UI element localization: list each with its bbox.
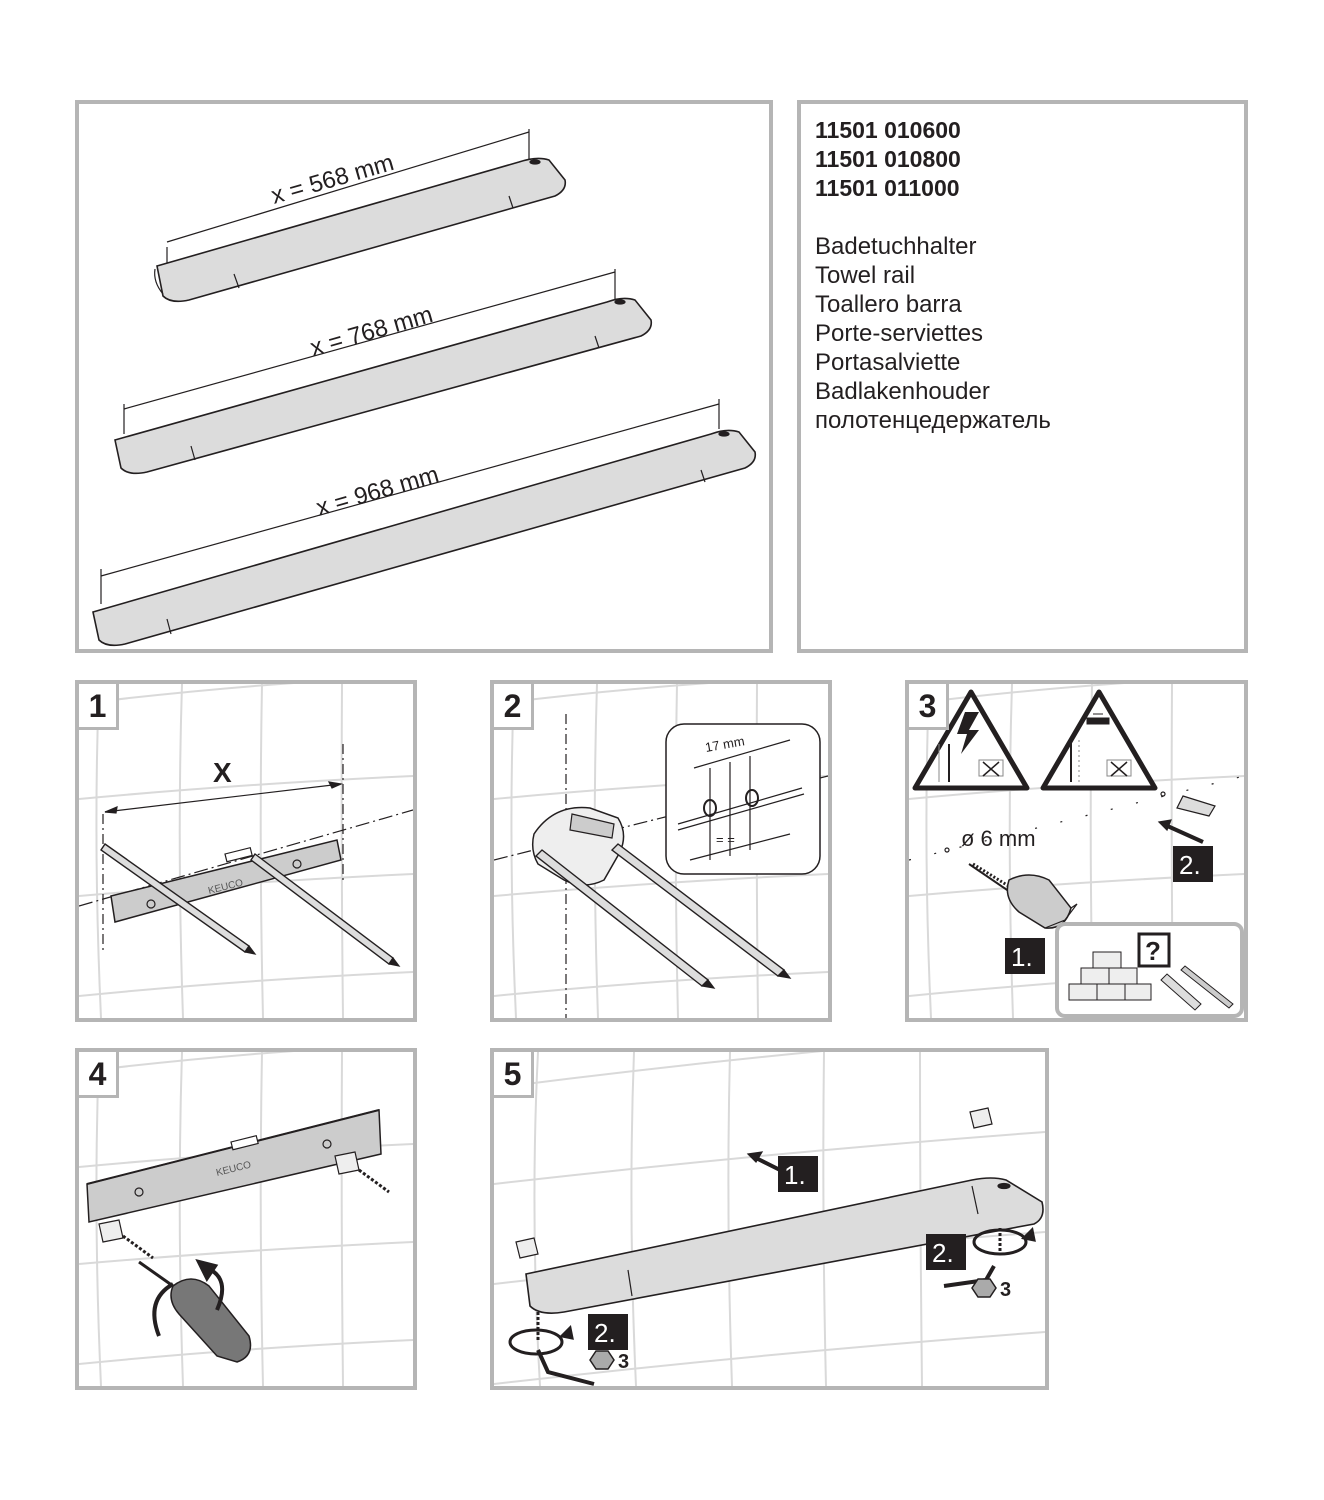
step-number: 1 — [79, 684, 119, 730]
action-box-2b — [926, 1234, 966, 1270]
rotate-arrow-icon — [508, 1226, 1036, 1356]
step-number: 3 — [909, 684, 949, 730]
rail-sizes-drawing: x = 568 mm x = 768 mm x = 968 mm — [92, 129, 757, 647]
action-2b-label: 2. — [932, 1238, 954, 1268]
step-5-drawing: 1. 2. 2. 3 3 — [494, 1052, 1045, 1386]
action-box-2 — [1173, 846, 1213, 882]
article-number: 11501 010600 — [815, 117, 961, 143]
question-icon-label: ? — [1145, 936, 1161, 966]
step-2-drawing: 17 mm = = — [494, 684, 828, 1018]
question-icon: ? — [1137, 932, 1171, 968]
product-info-panel: 11501 010600 11501 010800 11501 011000 B… — [797, 100, 1248, 653]
step-2-panel: 17 mm = = 2 — [490, 680, 832, 1022]
dimension-x-label: X — [213, 757, 232, 788]
hex-key-size: 3 — [618, 1351, 629, 1373]
step-4-panel: KEUCO 4 — [75, 1048, 417, 1390]
rail-968-label: x = 968 mm — [313, 461, 442, 522]
product-name: Badlakenhouder — [815, 378, 990, 405]
step-number: 2 — [494, 684, 534, 730]
overview-panel: x = 568 mm x = 768 mm x = 968 mm — [75, 100, 773, 653]
action-box-1 — [1005, 938, 1045, 974]
step-number: 4 — [79, 1052, 119, 1098]
drill-size-label: ø 6 mm — [961, 826, 1036, 851]
action-2-label: 2. — [594, 1318, 616, 1348]
step-5-panel: 1. 2. 2. 3 3 5 — [490, 1048, 1049, 1390]
wall-material-box — [1055, 922, 1244, 1018]
hex-icon — [971, 1278, 997, 1298]
rotate-arrow-icon — [152, 1259, 225, 1337]
product-name: Porte-serviettes — [815, 320, 984, 347]
step-3-drawing: 1. 2. ø 6 mm ? — [909, 684, 1244, 1018]
product-name: Badetuchhalter — [815, 233, 977, 260]
product-name: Towel rail — [815, 262, 916, 289]
tile-grid — [494, 1052, 1045, 1386]
article-numbers: 11501 010600 11501 010800 11501 011000 — [815, 116, 961, 203]
step-number: 5 — [494, 1052, 534, 1098]
step-3-panel: 1. 2. ø 6 mm ? 3 — [905, 680, 1248, 1022]
hex-icon — [589, 1350, 615, 1370]
action-1-label: 1. — [1011, 942, 1033, 972]
product-name: полотенцедержатель — [815, 407, 1051, 434]
product-name: Toallero barra — [815, 291, 962, 318]
tile-grid — [79, 684, 413, 1018]
article-number: 11501 011000 — [815, 175, 960, 201]
action-1-label: 1. — [784, 1160, 806, 1190]
action-box-1 — [778, 1156, 818, 1192]
hex-key-size: 3 — [1000, 1279, 1011, 1301]
step-1-drawing: X KEUCO — [79, 684, 413, 1018]
rail-768-label: x = 768 mm — [307, 301, 436, 362]
step-1-panel: X KEUCO 1 — [75, 680, 417, 1022]
step-4-drawing: KEUCO — [79, 1052, 413, 1386]
action-2-label: 2. — [1179, 850, 1201, 880]
equal-marks: = = — [716, 832, 735, 847]
warning-water-icon — [1040, 689, 1158, 791]
rail-568-label: x = 568 mm — [268, 149, 397, 210]
warning-electric-icon — [912, 689, 1030, 791]
product-name: Portasalviette — [815, 349, 961, 376]
spacing-label: 17 mm — [704, 733, 746, 755]
action-box-2 — [588, 1314, 628, 1350]
product-names: Badetuchhalter Towel rail Toallero barra… — [815, 232, 1051, 435]
article-number: 11501 010800 — [815, 146, 961, 172]
